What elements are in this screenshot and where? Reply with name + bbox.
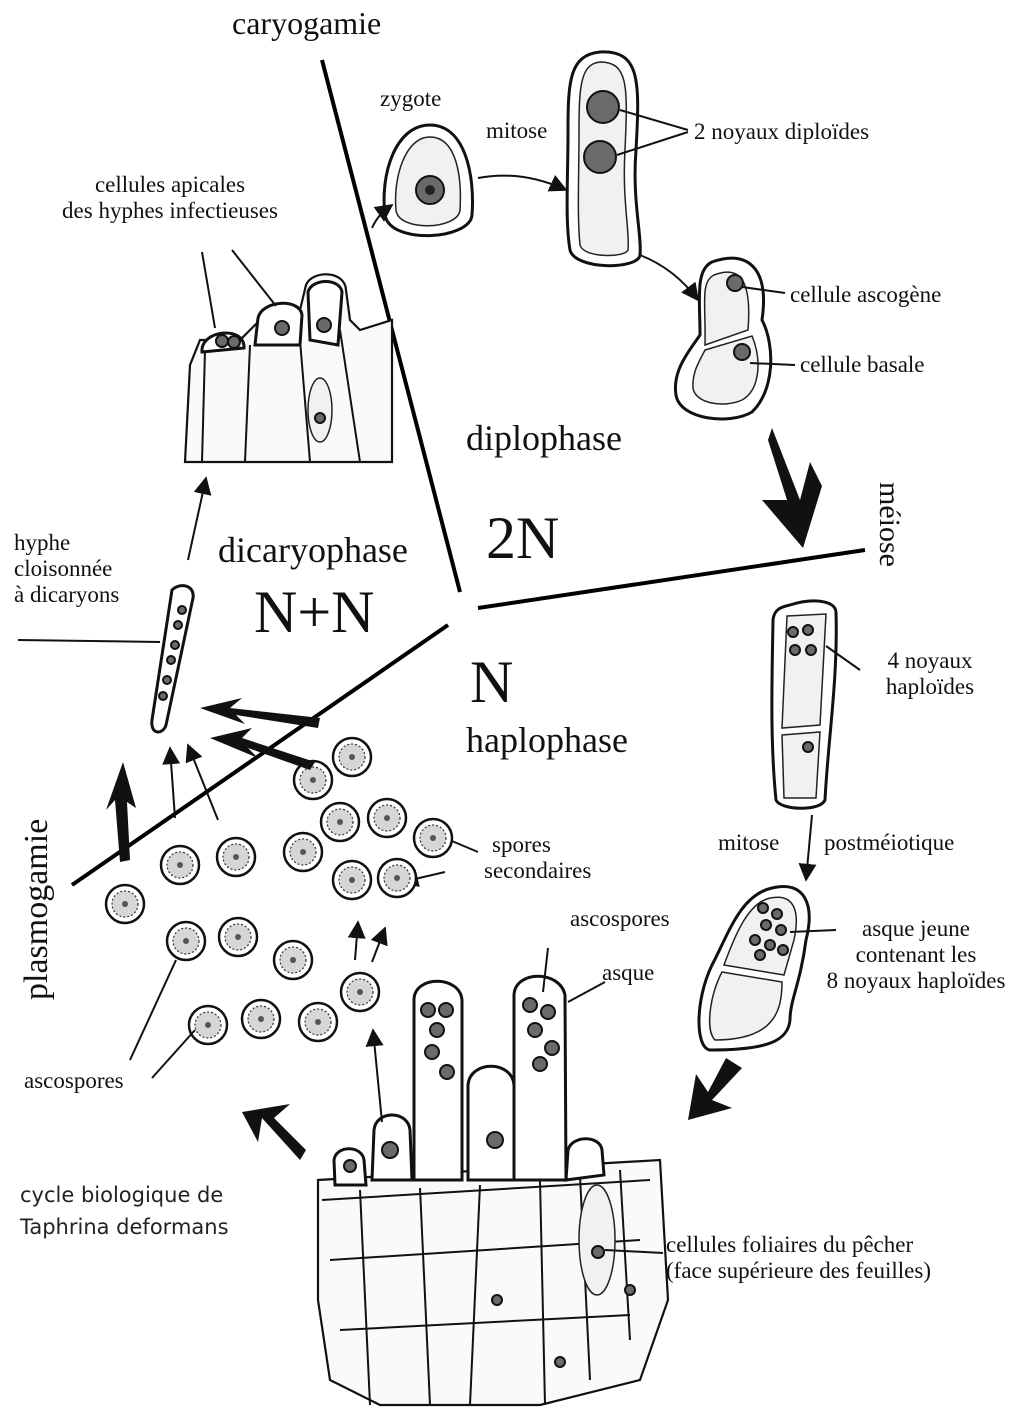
secondary-spores-line-1: spores bbox=[484, 832, 591, 858]
asque-jeune-cell bbox=[699, 887, 809, 1050]
leaf-cells-line-1: cellules foliaires du pêcher bbox=[666, 1232, 931, 1258]
to-mitose-arrow bbox=[478, 176, 566, 190]
postmeiotic-mitose-label: mitose bbox=[718, 830, 779, 856]
plasmogamie-label: plasmogamie bbox=[18, 819, 56, 1000]
haploid-nuclei-line-2: haploïdes bbox=[860, 674, 1000, 700]
dikaryotic-hypha bbox=[152, 586, 193, 732]
budding-arrow-1 bbox=[355, 922, 358, 960]
haplophase-label: haplophase bbox=[466, 720, 628, 760]
ascogenous-cell-label: cellule ascogène bbox=[790, 282, 941, 308]
dicaryophase-ploidy: N+N bbox=[254, 582, 375, 642]
basal-cell-label: cellule basale bbox=[800, 352, 925, 378]
pointer-apicales-2 bbox=[232, 250, 276, 306]
dicaryophase-label: dicaryophase bbox=[218, 530, 408, 570]
postmeiotic-label: postméiotique bbox=[824, 830, 954, 856]
young-ascus-line-3: 8 noyaux haploïdes bbox=[808, 968, 1024, 994]
ascospores-left-label: ascospores bbox=[24, 1068, 124, 1094]
hypha-line-2: cloisonnée bbox=[14, 556, 119, 582]
meiose-big-arrow bbox=[762, 428, 822, 548]
diagram-title: cycle biologique de Taphrina deformans bbox=[20, 1180, 229, 1243]
meiose-label: méiose bbox=[872, 482, 906, 567]
pointer-ascospores-2 bbox=[152, 1030, 195, 1078]
hypha-line-3: à dicaryons bbox=[14, 582, 119, 608]
diploid-nuclei-label: 2 noyaux diploïdes bbox=[694, 119, 869, 145]
title-line-2: Taphrina deformans bbox=[20, 1212, 229, 1244]
ascus-label: asque bbox=[602, 960, 654, 986]
hypha-label: hyphe cloisonnée à dicaryons bbox=[14, 530, 119, 607]
haploid-nuclei-label: 4 noyaux haploïdes bbox=[860, 648, 1000, 700]
hypha-up-arrow bbox=[188, 478, 206, 560]
to-ascogene-arrow bbox=[640, 255, 698, 300]
ascogene-cell bbox=[675, 258, 770, 419]
leaf-cells-label: cellules foliaires du pêcher (face supér… bbox=[666, 1232, 931, 1284]
secondary-spores-label: spores secondaires bbox=[484, 832, 591, 884]
leaf-tissue bbox=[318, 1160, 668, 1405]
diplophase-label: diplophase bbox=[466, 418, 622, 458]
zygote-cell bbox=[384, 125, 472, 236]
pointer-ascospores-1 bbox=[130, 960, 176, 1060]
diplophase-ploidy: 2N bbox=[486, 508, 559, 568]
pointer-apicales-1 bbox=[202, 252, 215, 328]
budding-arrow-2 bbox=[372, 928, 385, 962]
to-tissue-arrow bbox=[688, 1058, 742, 1120]
caryogamie-label: caryogamie bbox=[232, 6, 381, 42]
pointer-hyphe bbox=[18, 640, 160, 642]
secondary-spores-line-2: secondaires bbox=[484, 858, 591, 884]
apical-cells-line-1: cellules apicales bbox=[38, 172, 302, 198]
young-ascus-label: asque jeune contenant les 8 noyaux haplo… bbox=[808, 916, 1024, 993]
apical-cells-line-2: des hyphes infectieuses bbox=[38, 198, 302, 224]
pointer-asque bbox=[568, 982, 605, 1002]
leaf-cells-line-2: (face supérieure des feuilles) bbox=[666, 1258, 931, 1284]
hypha-line-1: hyphe bbox=[14, 530, 119, 556]
title-line-1: cycle biologique de bbox=[20, 1180, 229, 1212]
tissue-to-spore-arrow bbox=[373, 1030, 382, 1122]
apical-hyphae bbox=[185, 274, 392, 462]
mitose-label: mitose bbox=[486, 118, 547, 144]
haploid-nuclei-line-1: 4 noyaux bbox=[860, 648, 1000, 674]
meiose-cell bbox=[772, 601, 836, 808]
haplophase-ploidy: N bbox=[470, 652, 513, 712]
zygote-label: zygote bbox=[380, 86, 441, 112]
asci-group bbox=[334, 976, 604, 1185]
postmeiotic-arrow bbox=[806, 815, 812, 880]
young-ascus-line-1: asque jeune bbox=[808, 916, 1024, 942]
ascospores-top-label: ascospores bbox=[570, 906, 670, 932]
young-ascus-line-2: contenant les bbox=[808, 942, 1024, 968]
apical-cells-label: cellules apicales des hyphes infectieuse… bbox=[38, 172, 302, 224]
mitose-cell bbox=[567, 52, 640, 266]
release-arrow bbox=[242, 1104, 306, 1160]
